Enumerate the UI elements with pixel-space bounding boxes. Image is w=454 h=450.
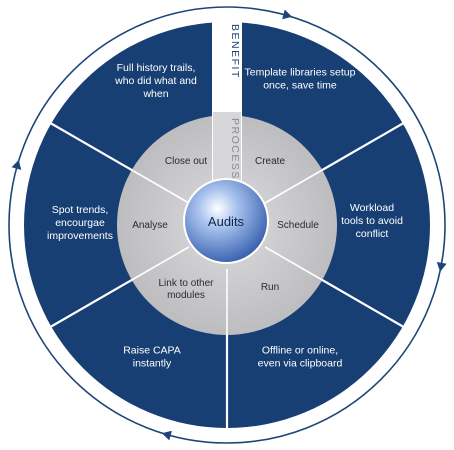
process-text-line: Schedule bbox=[277, 220, 319, 231]
process-text: Run bbox=[261, 282, 279, 293]
benefit-text-line: improvements bbox=[47, 230, 113, 242]
benefit-label: BENEFIT bbox=[229, 24, 241, 79]
center-sphere bbox=[183, 178, 269, 264]
cycle-arrow-icon bbox=[161, 430, 172, 441]
process-label: PROCESS bbox=[229, 118, 241, 180]
label-band-inner bbox=[213, 112, 241, 186]
benefit-text-line: even via clipboard bbox=[258, 358, 343, 370]
process-dividers bbox=[131, 169, 323, 335]
cycle-arrow-icon bbox=[11, 159, 22, 170]
benefit-text: Offline or online,even via clipboard bbox=[258, 345, 343, 370]
benefit-divider bbox=[319, 278, 406, 329]
cycle-outline-ring bbox=[8, 6, 446, 444]
benefit-text-line: Spot trends, bbox=[52, 204, 109, 216]
benefit-text-line: Workload bbox=[350, 202, 394, 214]
process-text-line: Close out bbox=[165, 156, 207, 167]
benefit-text-line: when bbox=[142, 88, 168, 100]
benefit-text-line: Template libraries setup bbox=[245, 67, 356, 79]
benefit-text-line: Full history trails, bbox=[117, 62, 196, 74]
benefit-divider bbox=[48, 121, 135, 172]
process-text-line: modules bbox=[167, 290, 205, 301]
process-text: Close out bbox=[165, 156, 207, 167]
process-text-line: Run bbox=[261, 282, 279, 293]
benefit-text-line: Raise CAPA bbox=[123, 345, 181, 357]
benefit-text-line: once, save time bbox=[263, 80, 337, 92]
process-text: Schedule bbox=[277, 220, 319, 231]
process-divider bbox=[131, 246, 190, 281]
benefit-divider bbox=[319, 121, 406, 172]
process-text: Analyse bbox=[132, 220, 168, 231]
process-text-line: Link to other bbox=[158, 278, 214, 289]
benefit-text-line: who did what and bbox=[114, 75, 197, 87]
process-divider bbox=[264, 246, 323, 281]
benefit-text-line: encourgae bbox=[55, 217, 105, 229]
benefit-divider bbox=[48, 278, 135, 329]
cycle-arrow-icon bbox=[436, 261, 447, 272]
process-text-line: Create bbox=[255, 156, 285, 167]
process-text: Create bbox=[255, 156, 285, 167]
benefit-text-line: tools to avoid bbox=[341, 215, 403, 227]
benefit-text-line: conflict bbox=[356, 228, 389, 240]
process-divider bbox=[264, 169, 323, 204]
benefit-text-line: Offline or online, bbox=[262, 345, 338, 357]
cycle-arrows bbox=[11, 9, 447, 441]
process-divider bbox=[131, 169, 190, 204]
process-text-line: Analyse bbox=[132, 220, 168, 231]
center-label: Audits bbox=[208, 214, 245, 229]
benefit-text-line: instantly bbox=[133, 358, 172, 370]
cycle-arrow-icon bbox=[282, 9, 293, 20]
